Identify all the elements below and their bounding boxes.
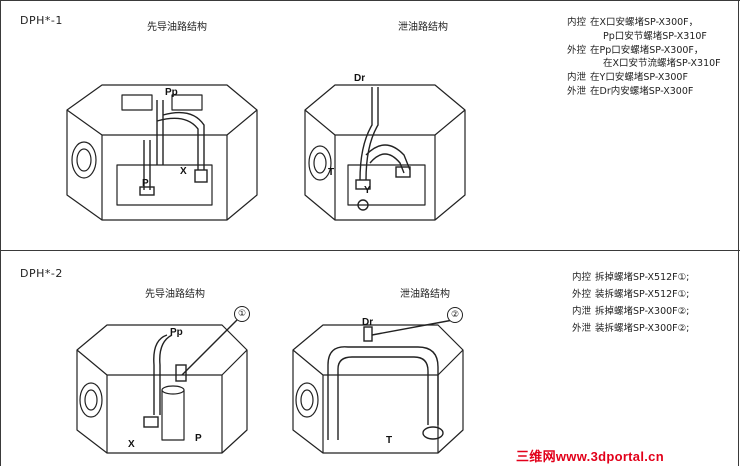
port-label: Y bbox=[364, 185, 371, 196]
section2-drain-block-drawing: Dr T bbox=[292, 317, 464, 454]
section1-title: DPH*-1 bbox=[20, 14, 63, 27]
note-row: 内泄拆掉螺堵SP-X300F②; bbox=[572, 306, 690, 318]
port-label: Pp bbox=[170, 327, 183, 338]
section1-drain-block-drawing: Dr T Y bbox=[304, 73, 466, 221]
section2-pilot-heading: 先导油路结构 bbox=[145, 289, 205, 300]
port-label: T bbox=[386, 435, 392, 446]
section-divider bbox=[0, 250, 740, 251]
port-label: Dr bbox=[362, 317, 373, 328]
frame-top bbox=[0, 0, 740, 1]
note-row: 内控在X口安螺堵SP-X300F， bbox=[567, 17, 699, 28]
section1-pilot-block-drawing: Pp P X bbox=[66, 84, 258, 221]
note-row: 外泄装拆螺堵SP-X300F②; bbox=[572, 323, 690, 335]
note-row: 外控装拆螺堵SP-X512F①; bbox=[572, 289, 690, 301]
section2-notes: 内控拆掉螺堵SP-X512F①; 外控装拆螺堵SP-X512F①; 内泄拆掉螺堵… bbox=[572, 269, 689, 337]
section1-drain-heading: 泄油路结构 bbox=[398, 22, 448, 33]
note-row: 内控拆掉螺堵SP-X512F①; bbox=[572, 272, 690, 283]
frame-right bbox=[738, 0, 739, 466]
note-row: 外泄在Dr内安螺堵SP-X300F bbox=[567, 85, 694, 97]
port-label: Pp bbox=[165, 87, 178, 98]
callout-marker-1: ① bbox=[234, 306, 250, 322]
port-label: X bbox=[128, 439, 135, 450]
port-label: P bbox=[142, 178, 149, 189]
port-label: T bbox=[328, 167, 334, 178]
note-row: 外控在Pp口安螺堵SP-X300F， bbox=[567, 44, 704, 56]
port-label: P bbox=[195, 433, 202, 444]
port-label: X bbox=[180, 166, 187, 177]
frame-left bbox=[0, 0, 1, 466]
section2-drain-heading: 泄油路结构 bbox=[400, 289, 450, 300]
site-watermark: 三维网www.3dportal.cn bbox=[516, 449, 664, 464]
section1-pilot-heading: 先导油路结构 bbox=[147, 22, 207, 33]
section2-pilot-block-drawing: Pp X P bbox=[76, 319, 248, 454]
callout-marker-2: ② bbox=[447, 307, 463, 323]
note-row: Pp口安节螺堵SP-X310F bbox=[603, 30, 707, 42]
section2-title: DPH*-2 bbox=[20, 267, 63, 280]
note-row: 在X口安节流螺堵SP-X310F bbox=[603, 58, 721, 70]
port-label: Dr bbox=[354, 73, 365, 84]
section1-notes: 内控在X口安螺堵SP-X300F， Pp口安节螺堵SP-X310F 外控在Pp口… bbox=[567, 16, 721, 99]
note-row: 内泄在Y口安螺堵SP-X300F bbox=[567, 72, 688, 84]
